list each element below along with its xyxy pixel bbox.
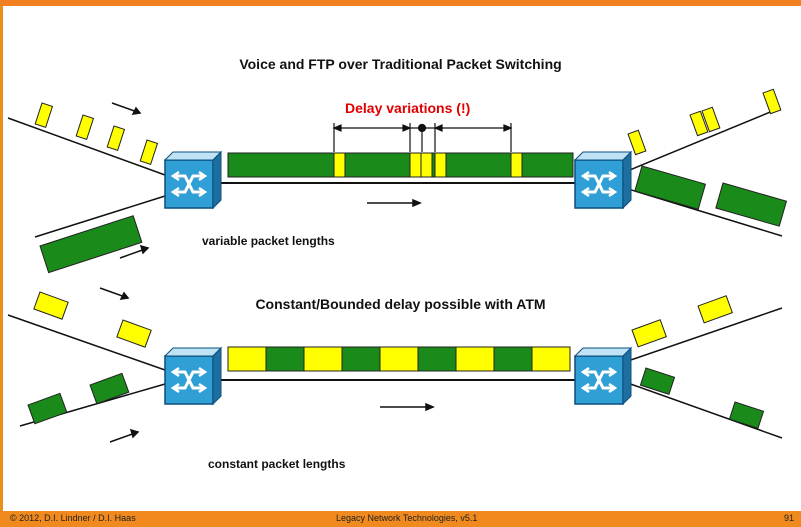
voice-cell	[510, 152, 523, 178]
voice-cell	[631, 319, 667, 348]
arrow-right-icon	[139, 244, 150, 255]
variable-lengths-label: variable packet lengths	[202, 234, 335, 248]
right-data-packets	[634, 165, 788, 227]
delay-variations-label: Delay variations (!)	[345, 100, 471, 116]
left-upper-line	[7, 117, 166, 176]
voice-packet	[139, 139, 159, 165]
voice-cell	[697, 295, 733, 324]
voice-packet	[689, 110, 709, 137]
voice-cell	[409, 152, 422, 178]
constant-lengths-label: constant packet lengths	[208, 457, 346, 471]
left-lower-line	[34, 195, 166, 238]
data-cell	[728, 401, 765, 430]
data-cell	[341, 346, 381, 372]
data-cell	[493, 346, 533, 372]
right-upper-line	[624, 307, 783, 363]
voice-packet	[627, 129, 647, 156]
upper-trunk-voice	[333, 152, 523, 178]
delay-markers	[332, 123, 513, 152]
arrow-right-icon	[412, 198, 422, 208]
footer-copyright: © 2012, D.I. Lindner / D.I. Haas	[10, 513, 136, 523]
lower-trunk-cells	[227, 346, 571, 372]
voice-cell	[303, 346, 343, 372]
voice-cell	[33, 291, 69, 320]
left-voice-cells	[33, 291, 152, 348]
data-packet	[715, 182, 788, 227]
data-packet	[634, 165, 707, 210]
data-cell	[27, 392, 68, 425]
voice-cell	[420, 152, 433, 178]
arrow-right-icon	[131, 106, 142, 115]
voice-packet	[34, 102, 54, 128]
top-accent-bar	[0, 0, 801, 6]
footer-page-number: 91	[784, 513, 795, 523]
voice-cell	[333, 152, 346, 178]
left-data-packet	[39, 215, 143, 274]
voice-packet	[701, 106, 721, 133]
lower-arrows	[99, 287, 435, 443]
left-frame-bar	[0, 6, 3, 511]
voice-cell	[227, 346, 267, 372]
voice-cell	[455, 346, 495, 372]
right-lower-line	[624, 381, 783, 439]
data-cell	[639, 367, 676, 396]
footer-course: Legacy Network Technologies, v5.1	[336, 513, 478, 523]
arrow-right-icon	[119, 291, 130, 300]
left-upper-line	[7, 314, 166, 371]
upper-diagram	[7, 88, 788, 274]
voice-packet	[762, 88, 782, 115]
arrow-right-icon	[129, 428, 140, 439]
right-voice-packets	[627, 88, 782, 156]
voice-cell	[531, 346, 571, 372]
data-cell	[89, 372, 130, 405]
voice-cell	[116, 319, 152, 348]
left-voice-packets	[34, 102, 159, 165]
atm-switch-icon	[573, 150, 633, 210]
data-cell	[417, 346, 457, 372]
lower-title: Constant/Bounded delay possible with ATM	[255, 296, 546, 312]
atm-switch-icon	[163, 346, 223, 406]
right-data-cells	[639, 367, 765, 430]
footer-bar	[0, 511, 801, 527]
atm-switch-icon	[163, 150, 223, 210]
atm-switch-icon	[573, 346, 633, 406]
left-data-cells	[27, 372, 130, 425]
upper-title: Voice and FTP over Traditional Packet Sw…	[239, 56, 562, 72]
arrow-right-icon	[425, 402, 435, 412]
voice-packet	[106, 125, 126, 151]
right-voice-cells	[631, 295, 733, 348]
lower-diagram	[7, 287, 783, 443]
data-cell	[265, 346, 305, 372]
right-upper-line	[624, 107, 781, 173]
voice-cell	[379, 346, 419, 372]
voice-packet	[75, 114, 95, 140]
voice-cell	[434, 152, 447, 178]
upper-arrows	[111, 102, 422, 259]
